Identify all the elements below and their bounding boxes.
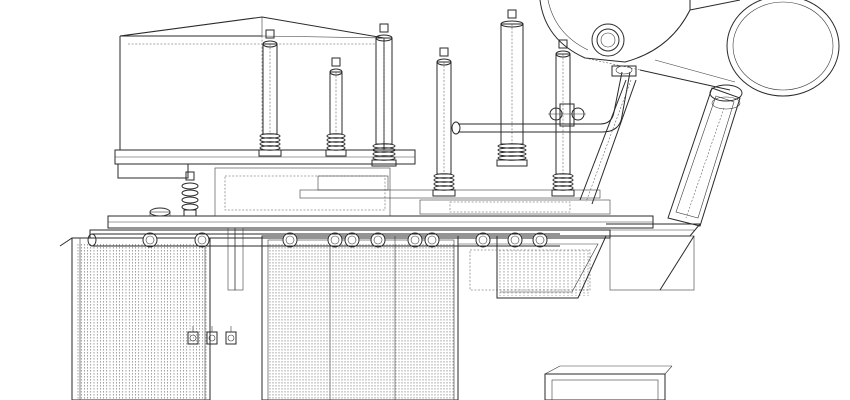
header-valve: [194, 232, 210, 248]
tank-top-plate: [89, 215, 654, 291]
header-valve: [475, 232, 491, 248]
header-valve-inner: [410, 235, 420, 245]
bushing: [258, 29, 282, 157]
header-valve: [344, 232, 360, 248]
bushings: [258, 9, 575, 197]
base-box: [544, 365, 673, 400]
header-valve-inner: [427, 235, 437, 245]
left-radiator-frame: [59, 237, 211, 400]
header-valve-inner: [330, 235, 340, 245]
header-valve: [532, 232, 548, 248]
header-valve-inner: [347, 235, 357, 245]
header-valve: [327, 232, 343, 248]
oil-level-gauges: [187, 326, 237, 345]
center-radiator-bank-2: [499, 250, 589, 296]
header-valve-inner: [535, 235, 545, 245]
left-radiator-bank: [77, 244, 207, 400]
bushing: [325, 57, 347, 157]
header-valve-inner: [510, 235, 520, 245]
header-valve: [407, 232, 423, 248]
header-valve-inner: [285, 235, 295, 245]
bushing: [496, 9, 528, 167]
bushing: [432, 47, 456, 197]
conservator-tank-right: [639, 0, 840, 97]
header-valve-inner: [478, 235, 488, 245]
header-valve-inner: [145, 235, 155, 245]
header-valve: [370, 232, 386, 248]
diagonal-bushing: [667, 84, 743, 227]
header-valve: [424, 232, 440, 248]
center-radiator-frame: [261, 235, 459, 400]
bushing: [371, 23, 397, 167]
header-valve: [282, 232, 298, 248]
conservator-tank-left: [539, 0, 691, 71]
header-valve: [142, 232, 158, 248]
header-valve-inner: [197, 235, 207, 245]
pipe-valve-cluster: [548, 103, 586, 127]
center-radiator-bank: [269, 244, 454, 400]
bushing: [551, 39, 575, 197]
header-valve-inner: [373, 235, 383, 245]
header-pipe-valves: [140, 232, 560, 248]
small-insulator: [149, 171, 199, 217]
left-pipe-end: [87, 233, 140, 247]
control-cabinet: [119, 16, 385, 150]
right-tank-section: [606, 223, 702, 291]
right-skirt-panel: [458, 235, 607, 299]
connecting-pipe: [451, 65, 637, 205]
header-valve: [507, 232, 523, 248]
